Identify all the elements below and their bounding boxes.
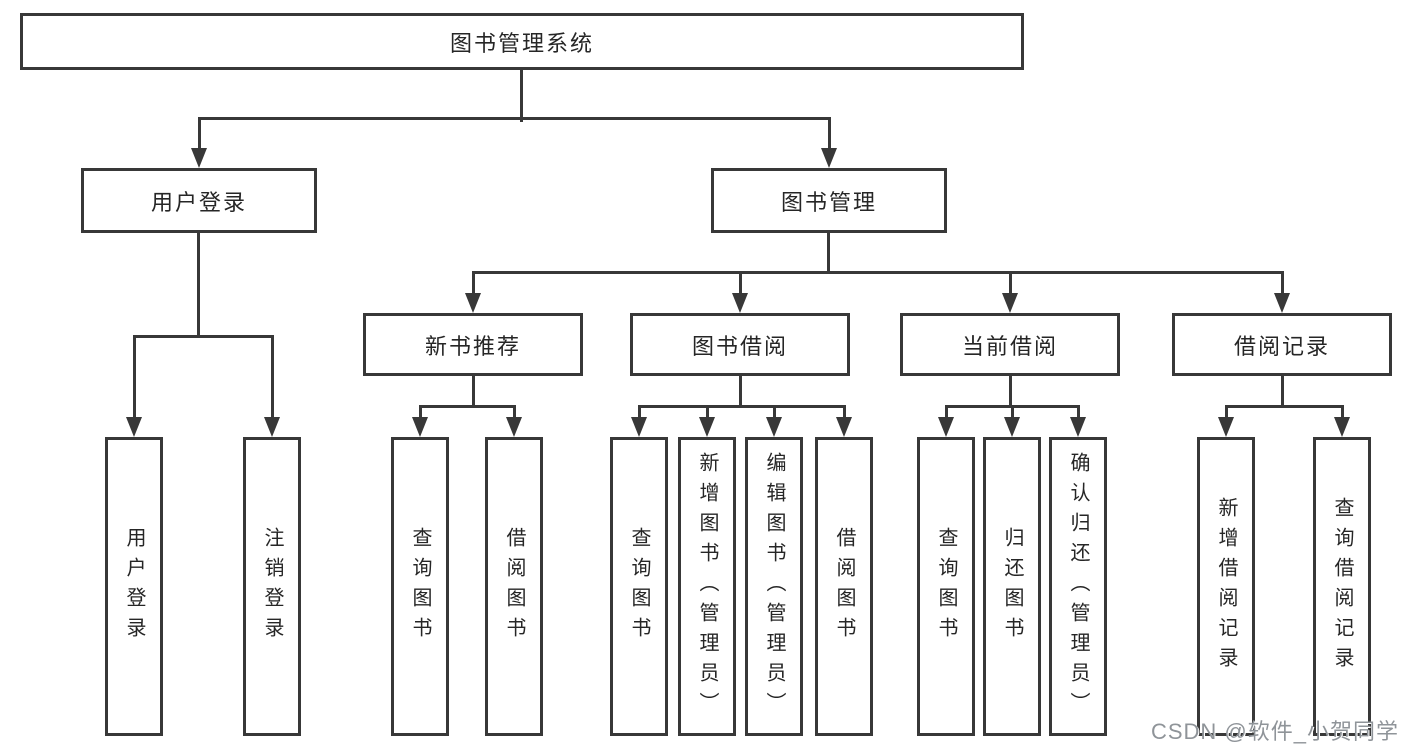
connector-vline <box>197 232 200 338</box>
arrow-down-icon <box>1334 417 1350 437</box>
node-label: 图书管理系统 <box>449 30 594 56</box>
connector-vline <box>520 69 523 122</box>
node-book-management: 图书管理 <box>711 168 947 233</box>
node-label: 归还图书 <box>1001 526 1023 647</box>
node-label: 查询借阅记录 <box>1331 496 1353 677</box>
node-label: 借阅图书 <box>503 526 525 647</box>
leaf-logout: 注销登录 <box>243 437 301 736</box>
node-label: 图书借阅 <box>691 333 788 359</box>
node-label: 借阅记录 <box>1233 333 1330 359</box>
connector-vline <box>773 405 776 421</box>
leaf-borrow-books-2: 借阅图书 <box>815 437 873 736</box>
node-label: 图书管理 <box>780 189 877 215</box>
connector-vline <box>419 405 422 421</box>
arrow-down-icon <box>1070 417 1086 437</box>
node-label: 当前借阅 <box>961 333 1058 359</box>
connector-vline <box>638 405 641 421</box>
node-user-login: 用户登录 <box>81 168 317 233</box>
node-label: 新增借阅记录 <box>1215 496 1237 677</box>
leaf-user-login: 用户登录 <box>105 437 163 736</box>
connector-vline <box>1077 405 1080 421</box>
connector-vline <box>1341 405 1344 421</box>
node-label: 编辑图书（管理员） <box>763 451 785 722</box>
node-label: 新书推荐 <box>424 333 521 359</box>
leaf-query-books-2: 查询图书 <box>610 437 668 736</box>
node-label: 查询图书 <box>628 526 650 647</box>
node-label: 注销登录 <box>261 526 283 647</box>
connector-hline <box>1225 405 1343 408</box>
arrow-down-icon <box>506 417 522 437</box>
connector-hline <box>638 405 845 408</box>
arrow-down-icon <box>412 417 428 437</box>
arrow-down-icon <box>699 417 715 437</box>
connector-vline <box>827 232 830 274</box>
node-label: 用户登录 <box>150 189 247 215</box>
connector-vline <box>1225 405 1228 421</box>
leaf-confirm-return-admin: 确认归还（管理员） <box>1049 437 1107 736</box>
connector-hline <box>198 117 831 120</box>
connector-vline <box>1281 375 1284 408</box>
node-label: 借阅图书 <box>833 526 855 647</box>
arrow-down-icon <box>465 293 481 313</box>
arrow-down-icon <box>766 417 782 437</box>
connector-vline <box>1009 375 1012 408</box>
leaf-edit-book-admin: 编辑图书（管理员） <box>745 437 803 736</box>
arrow-down-icon <box>1004 417 1020 437</box>
node-label: 确认归还（管理员） <box>1067 451 1089 722</box>
connector-vline <box>1009 271 1012 297</box>
node-label: 查询图书 <box>935 526 957 647</box>
leaf-add-book-admin: 新增图书（管理员） <box>678 437 736 736</box>
connector-vline <box>945 405 948 421</box>
node-label: 用户登录 <box>123 526 145 647</box>
arrow-down-icon <box>821 148 837 168</box>
leaf-query-books-1: 查询图书 <box>391 437 449 736</box>
arrow-down-icon <box>264 417 280 437</box>
connector-hline <box>419 405 515 408</box>
node-borrow-records: 借阅记录 <box>1172 313 1392 376</box>
connector-vline <box>1281 271 1284 297</box>
connector-vline <box>843 405 846 421</box>
leaf-add-borrow-record: 新增借阅记录 <box>1197 437 1255 736</box>
leaf-query-books-3: 查询图书 <box>917 437 975 736</box>
arrow-down-icon <box>938 417 954 437</box>
arrow-down-icon <box>631 417 647 437</box>
node-book-borrow: 图书借阅 <box>630 313 850 376</box>
arrow-down-icon <box>732 293 748 313</box>
connector-vline <box>271 335 274 421</box>
connector-hline <box>133 335 274 338</box>
connector-hline <box>472 271 1283 274</box>
node-label: 新增图书（管理员） <box>696 451 718 722</box>
connector-vline <box>739 271 742 297</box>
arrow-down-icon <box>126 417 142 437</box>
watermark: CSDN @软件_小贺同学 <box>1150 719 1399 744</box>
leaf-query-borrow-record: 查询借阅记录 <box>1313 437 1371 736</box>
arrow-down-icon <box>1002 293 1018 313</box>
connector-vline <box>472 271 475 297</box>
node-root: 图书管理系统 <box>20 13 1024 70</box>
arrow-down-icon <box>836 417 852 437</box>
arrow-down-icon <box>1218 417 1234 437</box>
connector-vline <box>1011 405 1014 421</box>
connector-vline <box>706 405 709 421</box>
node-current-borrow: 当前借阅 <box>900 313 1120 376</box>
arrow-down-icon <box>191 148 207 168</box>
connector-vline <box>198 117 201 152</box>
connector-vline <box>828 117 831 152</box>
node-label: 查询图书 <box>409 526 431 647</box>
node-new-book-recommend: 新书推荐 <box>363 313 583 376</box>
leaf-borrow-books-1: 借阅图书 <box>485 437 543 736</box>
leaf-return-book: 归还图书 <box>983 437 1041 736</box>
connector-vline <box>513 405 516 421</box>
connector-vline <box>472 375 475 408</box>
connector-vline <box>739 375 742 408</box>
arrow-down-icon <box>1274 293 1290 313</box>
connector-vline <box>133 335 136 421</box>
